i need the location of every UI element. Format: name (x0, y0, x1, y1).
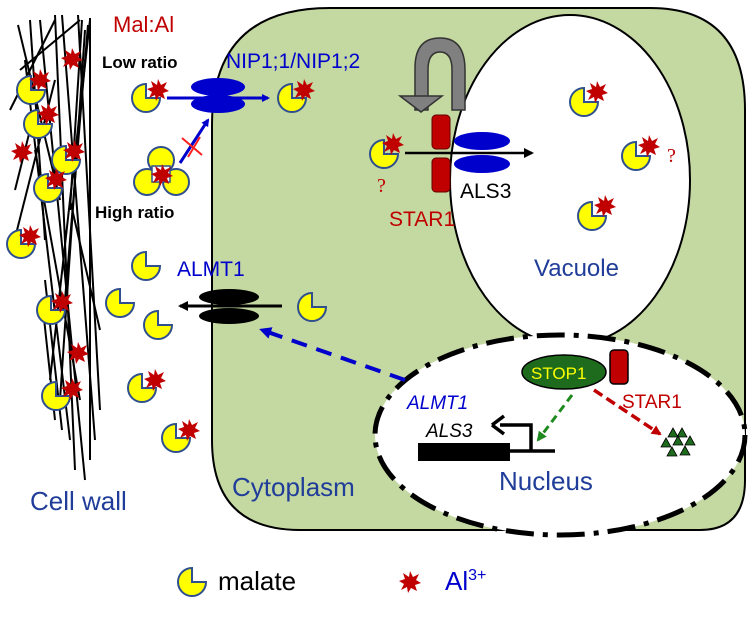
degradation-triangles (660, 427, 696, 457)
gene-body (418, 443, 510, 461)
stop1-star1-arrow (593, 388, 662, 436)
question-mark-cytoplasm: ? (377, 175, 386, 197)
star1-membrane-label: STAR1 (389, 208, 455, 231)
almt1-transporter-top (199, 289, 259, 305)
almt1-gene-label: ALMT1 (406, 393, 468, 414)
legend-malate-icon (177, 567, 207, 597)
nucleus (372, 332, 748, 538)
als3-label: ALS3 (460, 180, 511, 203)
als3-gene-label: ALS3 (425, 421, 473, 442)
als3-transporter-bottom (454, 155, 510, 173)
nip-label: NIP1;1/NIP1;2 (226, 50, 360, 73)
low-ratio-complex (131, 79, 169, 113)
question-mark-vacuole: ? (667, 145, 676, 167)
cell-wall-label: Cell wall (30, 486, 127, 516)
legend-al-text: Al (445, 566, 468, 596)
cytoplasm-label: Cytoplasm (232, 472, 355, 502)
high-ratio-label: High ratio (95, 203, 174, 222)
nip-transporter (191, 78, 245, 113)
star1-transporter-bottom (431, 157, 451, 193)
almt1-transporter-bottom (199, 308, 259, 324)
blocked-import-arrow (178, 118, 210, 164)
stop1-label: STOP1 (531, 364, 586, 383)
recycle-arrow-head (397, 95, 445, 113)
high-ratio-complex (133, 146, 190, 196)
legend-al-icon (399, 571, 421, 593)
promoter-arrow-head (490, 414, 506, 436)
promoter-arrow-icon (500, 423, 555, 453)
star1-transporter-top (431, 114, 451, 150)
recycle-arrow-icon (414, 37, 466, 111)
als3-transporter-top (454, 132, 510, 150)
low-ratio-label: Low ratio (102, 53, 178, 72)
vacuole-label: Vacuole (534, 255, 619, 282)
star1-nucleus-label: STAR1 (622, 392, 682, 413)
nucleus-label: Nucleus (499, 466, 593, 496)
star1-nucleus-marker (609, 349, 629, 385)
legend-al-label: Al3+ (445, 566, 486, 596)
stop1-protein (521, 354, 607, 390)
mal-al-label: Mal:Al (113, 12, 174, 37)
stop1-activation-arrow (536, 394, 574, 442)
almt1-transporter-label: ALMT1 (177, 258, 245, 281)
legend-malate-label: malate (218, 566, 296, 596)
blocked-x-icon (181, 136, 203, 158)
legend-al-superscript: 3+ (468, 567, 486, 584)
